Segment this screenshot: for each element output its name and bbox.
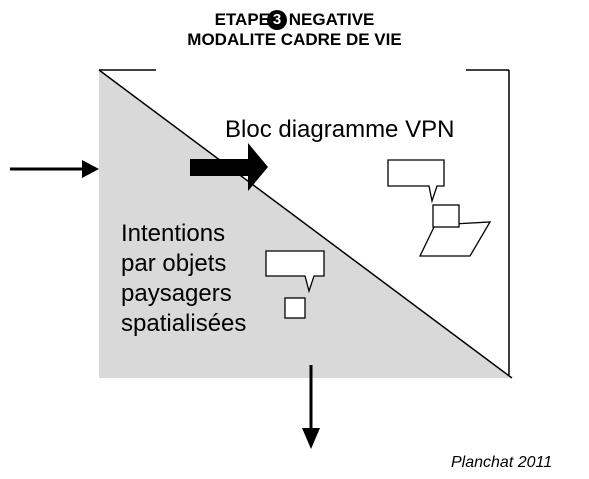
small-square-icon — [284, 297, 306, 319]
credit-text: Planchat 2011 — [451, 454, 553, 471]
ground-parallelogram-icon — [418, 221, 492, 257]
intentions-line: par objets — [121, 250, 227, 277]
title-line-2: MODALITE CADRE DE VIE — [187, 30, 402, 49]
vpn-block-label: Bloc diagramme VPN — [225, 116, 455, 143]
diagonal-line — [98, 69, 513, 379]
object-square-icon — [432, 204, 460, 228]
step-number-badge: 3 — [267, 10, 288, 30]
speech-bubble-small-icon — [265, 250, 325, 294]
speech-bubble-icon — [387, 159, 445, 204]
output-arrow — [302, 365, 320, 449]
title-step-label: ETAPE — [214, 10, 271, 29]
input-arrow — [10, 160, 99, 178]
intentions-line: spatialisées — [121, 310, 247, 337]
block-arrow — [190, 143, 268, 191]
intentions-line: Intentions — [121, 220, 226, 247]
title-step-status: NEGATIVE — [288, 10, 375, 29]
intentions-line: paysagers — [121, 280, 232, 307]
intentions-label: Intentions par objets paysagers spatiali… — [121, 219, 246, 339]
